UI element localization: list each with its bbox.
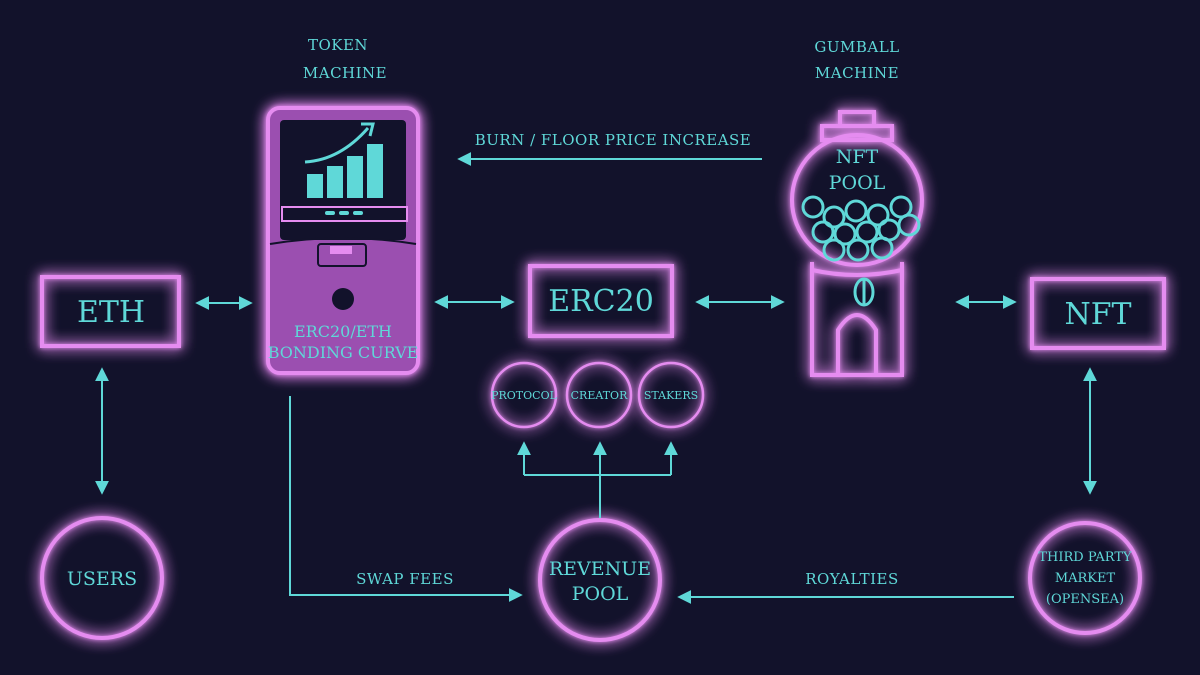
eth-node: ETH (40, 275, 181, 348)
recipient-stakers: STAKERS (637, 361, 705, 429)
growth-chart-icon (304, 122, 383, 215)
creator-label: CREATOR (571, 389, 628, 402)
recipient-protocol: PROTOCOL (490, 361, 558, 429)
eth-label: ETH (77, 295, 145, 330)
swap-fees-label: SWAP FEES (356, 570, 454, 588)
royalties-label: ROYALTIES (805, 570, 899, 588)
protocol-label: PROTOCOL (491, 389, 557, 402)
revenue-pool-label-1: REVENUE (549, 558, 651, 580)
token-machine-title-2: MACHINE (303, 64, 387, 82)
bonding-curve-label-2: BONDING CURVE (268, 343, 419, 362)
token-machine-title-1: TOKEN (308, 36, 368, 54)
users-node: USERS (40, 516, 164, 640)
revenue-distribution-arrows (517, 441, 678, 518)
stakers-label: STAKERS (644, 389, 698, 402)
atm-button (332, 288, 354, 310)
burn-label: BURN / FLOOR PRICE INCREASE (475, 131, 752, 149)
swap-fees-arrow (289, 396, 523, 602)
erc20-node: ERC20 (528, 264, 674, 338)
third-party-label-2: MARKET (1055, 571, 1116, 586)
recipient-creator: CREATOR (565, 361, 633, 429)
nft-label: NFT (1064, 297, 1131, 332)
erc20-label: ERC20 (548, 284, 654, 319)
gumballs-icon (801, 195, 921, 262)
bonding-curve-label-1: ERC20/ETH (294, 322, 392, 341)
revenue-pool-node: REVENUE POOL (538, 518, 662, 642)
gumball-machine-title-1: GUMBALL (814, 38, 899, 56)
token-machine: ERC20/ETH BONDING CURVE (266, 106, 420, 375)
third-party-label-3: (OPENSEA) (1046, 592, 1124, 607)
nft-pool-label-1: NFT (836, 146, 879, 168)
third-party-market-node: THIRD PARTY MARKET (OPENSEA) (1028, 521, 1142, 635)
nft-pool-label-2: POOL (829, 172, 886, 194)
gumball-machine-title-2: MACHINE (815, 64, 899, 82)
card-slot (317, 243, 367, 267)
crank-icon (853, 277, 875, 307)
third-party-label-1: THIRD PARTY (1038, 550, 1132, 565)
nft-node: NFT (1030, 277, 1166, 350)
users-label: USERS (67, 568, 137, 590)
revenue-pool-label-2: POOL (572, 583, 629, 605)
gumball-machine: NFT POOL (790, 110, 924, 377)
